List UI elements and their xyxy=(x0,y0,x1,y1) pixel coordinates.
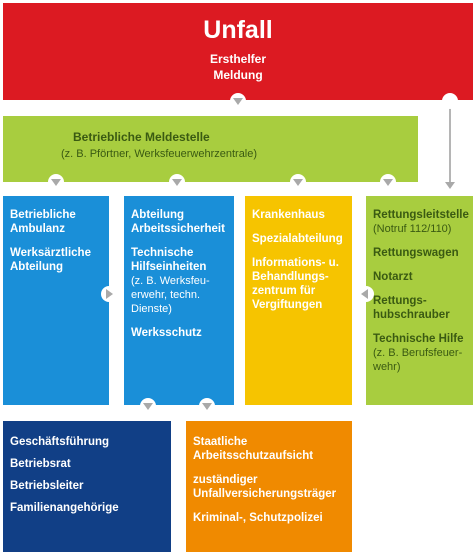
ersthelfer-label: Ersthelfer xyxy=(209,52,267,66)
ambulanz-box: Betriebliche Ambulanz Werksärztliche Abt… xyxy=(3,196,109,405)
col1-line3: Werksärztliche xyxy=(10,247,91,259)
col2-line2: Arbeitssicherheit xyxy=(131,223,225,235)
col2-sub2: erwehr, techn. xyxy=(131,289,201,301)
col2-line3: Technische xyxy=(131,247,194,259)
col4-sub3: wehr) xyxy=(373,361,401,373)
arbeitssicherheit-box: Abteilung Arbeitssicherheit Technische H… xyxy=(124,196,234,405)
col1-line4: Abteilung xyxy=(10,261,64,273)
arrow-left-icon xyxy=(361,289,368,299)
col4-line5: hubschrauber xyxy=(373,309,450,321)
col2-line4: Hilfseinheiten xyxy=(131,261,207,273)
arrow-down-icon xyxy=(293,179,303,186)
arrow-right-icon xyxy=(106,289,113,299)
geschaeftsfuehrung-box: Geschäftsführung Betriebsrat Betriebslei… xyxy=(3,421,171,552)
col3-line1: Krankenhaus xyxy=(252,209,325,221)
unfall-box: Unfall Ersthelfer Meldung xyxy=(3,3,473,100)
col2-sub1: (z. B. Werksfeu- xyxy=(131,275,210,287)
connector-line-right xyxy=(449,100,451,182)
bottom1-line3: Betriebsleiter xyxy=(10,480,84,492)
bottom2-line2: Arbeitsschutzaufsicht xyxy=(193,450,314,462)
col2-sub3: Dienste) xyxy=(131,303,172,315)
col4-line1: Rettungsleitstelle xyxy=(373,209,469,221)
col3-line6: Vergiftungen xyxy=(252,299,323,311)
col4-line2: Rettungswagen xyxy=(373,247,459,259)
col2-line1: Abteilung xyxy=(131,209,185,221)
bottom1-line4: Familienangehörige xyxy=(10,502,119,514)
col3-line4: Behandlungs- xyxy=(252,271,329,283)
meldestelle-sub: (z. B. Pförtner, Werksfeuerwehrzentrale) xyxy=(61,148,258,160)
meldung-label: Meldung xyxy=(213,68,263,82)
col4-sub1: (Notruf 112/110) xyxy=(373,223,452,235)
col1-line2: Ambulanz xyxy=(10,223,65,235)
bottom1-line2: Betriebsrat xyxy=(10,458,71,470)
col4-line4: Rettungs- xyxy=(373,295,427,307)
bottom2-line4: Unfallversicherungsträger xyxy=(193,488,337,500)
unfall-title: Unfall xyxy=(203,16,273,44)
col4-sub2: (z. B. Berufsfeuer- xyxy=(373,347,463,359)
col4-line6: Technische Hilfe xyxy=(373,333,464,345)
meldestelle-box: Betriebliche Meldestelle (z. B. Pförtner… xyxy=(3,116,418,182)
rettungsleitstelle-box: Rettungsleitstelle (Notruf 112/110) Rett… xyxy=(366,196,473,405)
bottom2-line5: Kriminal-, Schutzpolizei xyxy=(193,512,323,524)
meldestelle-title: Betriebliche Meldestelle xyxy=(73,130,210,144)
bottom1-line1: Geschäftsführung xyxy=(10,436,110,448)
arrow-down-icon xyxy=(51,179,61,186)
connector-dot xyxy=(442,93,458,109)
arrow-down-icon xyxy=(383,179,393,186)
arrow-down-icon xyxy=(445,182,455,189)
col2-line5: Werksschutz xyxy=(131,327,202,339)
col1-line1: Betriebliche xyxy=(10,209,76,221)
krankenhaus-box: Krankenhaus Spezialabteilung Information… xyxy=(245,196,352,405)
arrow-down-icon xyxy=(202,403,212,410)
col4-line3: Notarzt xyxy=(373,271,413,283)
bottom2-line3: zuständiger xyxy=(193,474,258,486)
arrow-down-icon xyxy=(143,403,153,410)
col3-line2: Spezialabteilung xyxy=(252,233,343,245)
arrow-down-icon xyxy=(172,179,182,186)
arbeitsschutzaufsicht-box: Staatliche Arbeitsschutzaufsicht zuständ… xyxy=(186,421,352,552)
col3-line3: Informations- u. xyxy=(252,257,339,269)
col3-line5: zentrum für xyxy=(252,285,316,297)
arrow-down-icon xyxy=(233,98,243,105)
bottom2-line1: Staatliche xyxy=(193,436,248,448)
